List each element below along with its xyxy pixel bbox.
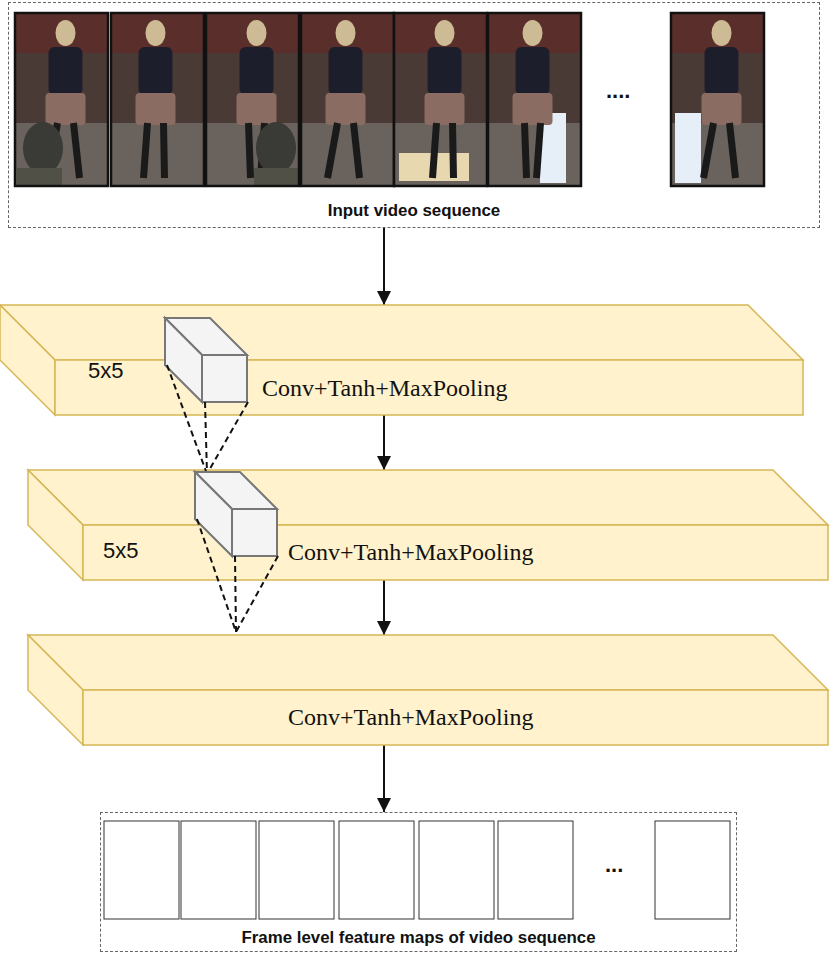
video-frame (15, 13, 108, 186)
layer-band: 5x5Conv+Tanh+MaxPooling (0, 305, 803, 415)
layer-label: Conv+Tanh+MaxPooling (262, 375, 507, 402)
band-side (28, 635, 83, 745)
kernel-size: 5x5 (103, 538, 138, 564)
layer-label: Conv+Tanh+MaxPooling (288, 539, 533, 566)
group-box: Frame level feature maps of video sequen… (100, 812, 737, 952)
group-caption: Input video sequence (9, 201, 819, 221)
band-top (0, 305, 803, 360)
feature-map (334, 815, 415, 929)
layer-label: Conv+Tanh+MaxPooling (288, 704, 533, 731)
band-side (0, 305, 55, 415)
band-side (28, 470, 83, 580)
flow-arrow (383, 228, 385, 305)
kernel-cube (165, 318, 247, 402)
receptive-field-line (167, 365, 207, 474)
group-caption: Frame level feature maps of video sequen… (101, 928, 736, 948)
video-frame (301, 13, 394, 186)
receptive-field-line (235, 556, 236, 632)
feature-map (489, 821, 573, 923)
feature-map (172, 816, 262, 919)
group-box: Input video sequence (8, 2, 820, 228)
band-front (83, 690, 828, 745)
video-frame (488, 13, 581, 186)
receptive-field-line (205, 402, 207, 474)
band-front (83, 525, 828, 580)
receptive-field-line (197, 519, 236, 632)
feature-map (416, 819, 500, 922)
kernel-cube (195, 472, 277, 556)
ellipsis: ... (605, 852, 623, 878)
illustration (9, 3, 821, 229)
video-frame (206, 13, 299, 186)
flow-arrow (383, 745, 385, 812)
band-top (28, 635, 828, 690)
video-frame (394, 13, 487, 186)
video-frame (671, 13, 764, 186)
band-top (28, 470, 828, 525)
feature-map (258, 819, 334, 919)
feature-map (646, 809, 730, 919)
flow-arrow (383, 580, 385, 635)
receptive-field-line (236, 556, 278, 632)
feature-map (100, 813, 179, 927)
receptive-field-line (207, 402, 248, 474)
video-frame (111, 13, 204, 186)
layer-band: 5x5 Conv+Tanh+MaxPooling (28, 470, 828, 580)
layer-band: Conv+Tanh+MaxPooling (28, 635, 828, 745)
ellipsis: .... (606, 78, 630, 104)
flow-arrow (383, 415, 385, 470)
kernel-size: 5x5 (88, 358, 123, 384)
